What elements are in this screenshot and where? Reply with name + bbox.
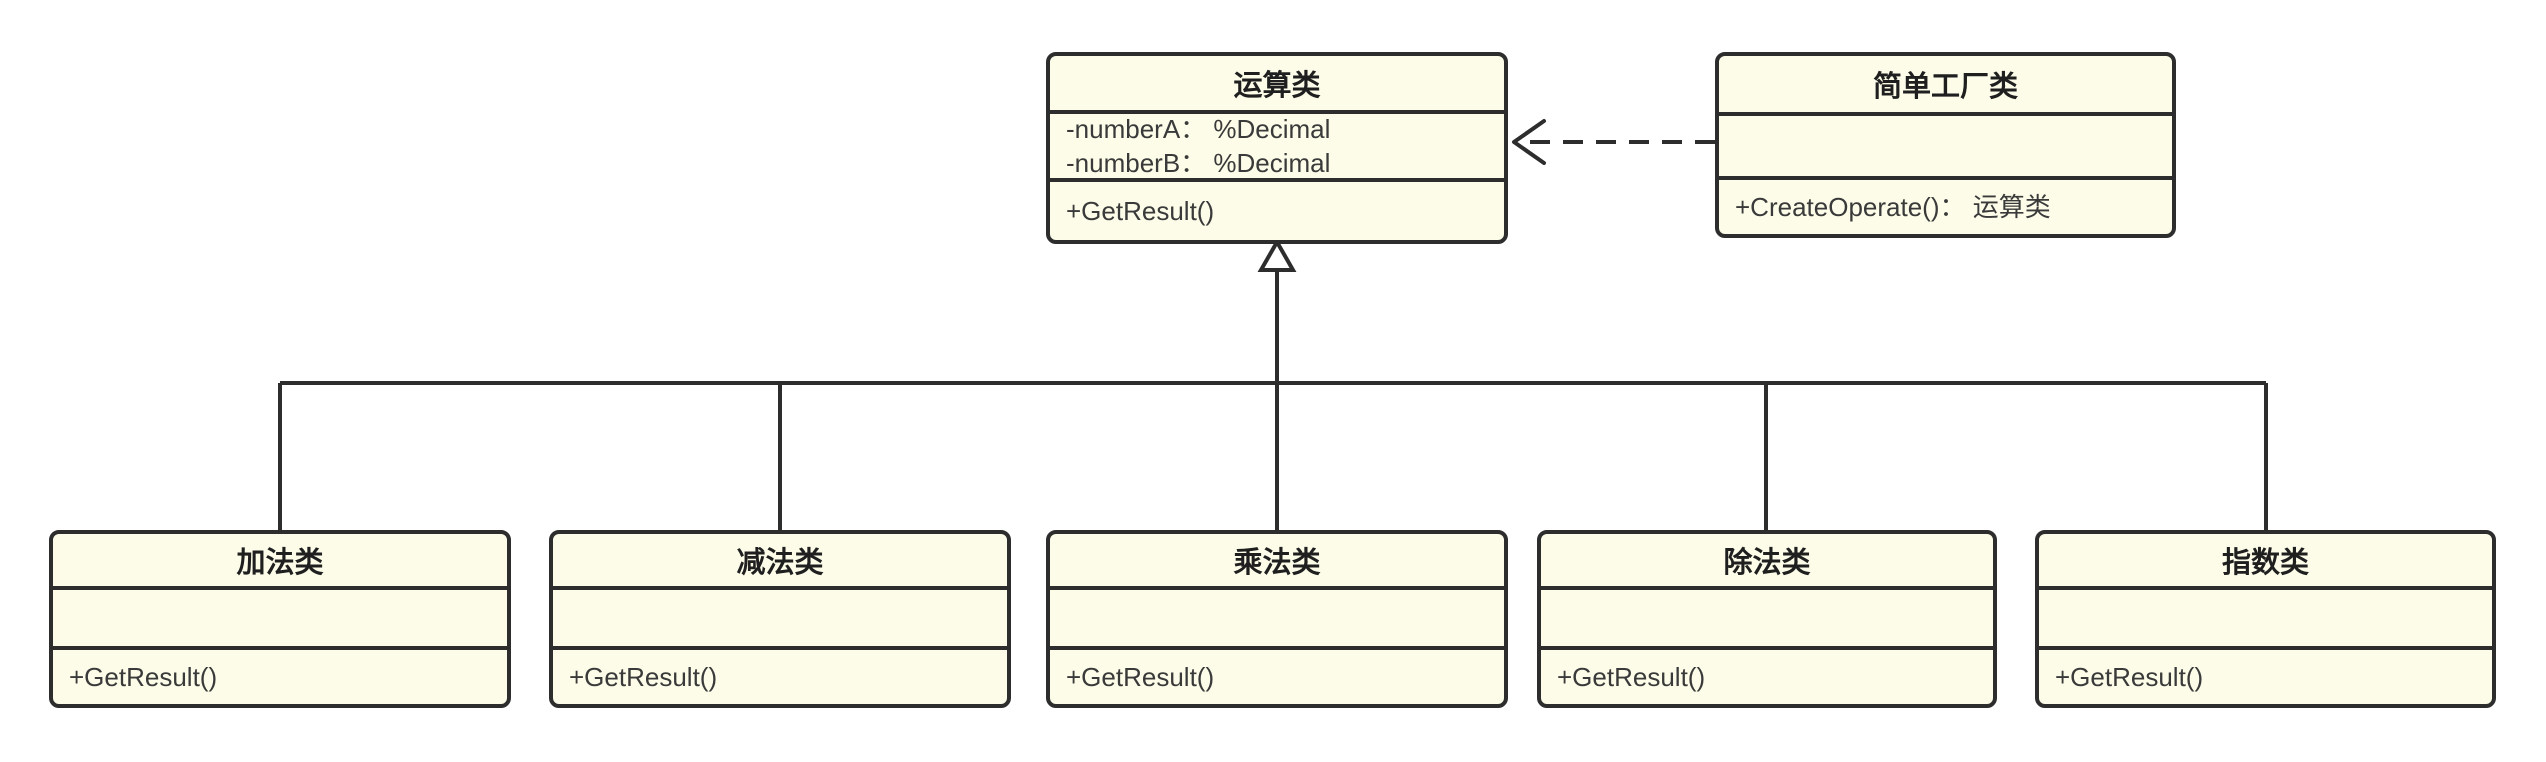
class-methods-compartment: +GetResult() [53, 650, 507, 704]
method-row: +GetResult() [2055, 662, 2204, 692]
method-row: +CreateOperate()： 运算类 [1735, 192, 2051, 222]
class-title-label: 减法类 [736, 547, 824, 579]
attribute-row: -numberB： %Decimal [1066, 148, 1331, 178]
class-attributes-compartment: -numberA： %Decimal -numberB： %Decimal [1050, 114, 1504, 182]
class-node-exponent[interactable]: 指数类 +GetResult() [2035, 530, 2496, 708]
class-node-multiplication[interactable]: 乘法类 +GetResult() [1046, 530, 1508, 708]
open-arrowhead [1512, 119, 1546, 165]
class-attributes-compartment [1541, 590, 1993, 650]
class-methods-compartment: +GetResult() [1541, 650, 1993, 704]
class-node-operation[interactable]: 运算类 -numberA： %Decimal -numberB： %Decima… [1046, 52, 1508, 244]
class-title-label: 运算类 [1233, 70, 1321, 102]
class-title-label: 加法类 [236, 547, 324, 579]
class-title-label: 乘法类 [1233, 547, 1321, 579]
class-methods-compartment: +GetResult() [2039, 650, 2492, 704]
class-attributes-compartment [553, 590, 1007, 650]
class-node-division[interactable]: 除法类 +GetResult() [1537, 530, 1997, 708]
class-attributes-compartment [1050, 590, 1504, 650]
class-title-label: 除法类 [1723, 547, 1811, 579]
class-node-simple-factory[interactable]: 简单工厂类 +CreateOperate()： 运算类 [1715, 52, 2176, 238]
method-row: +GetResult() [1557, 662, 1706, 692]
class-title: 减法类 [553, 534, 1007, 590]
class-methods-compartment: +CreateOperate()： 运算类 [1719, 180, 2172, 234]
class-node-addition[interactable]: 加法类 +GetResult() [49, 530, 511, 708]
hollow-triangle-arrowhead [1257, 237, 1297, 272]
class-title: 运算类 [1050, 56, 1504, 114]
class-title: 指数类 [2039, 534, 2492, 590]
class-methods-compartment: +GetResult() [553, 650, 1007, 704]
class-title: 乘法类 [1050, 534, 1504, 590]
class-title-label: 简单工厂类 [1872, 71, 2018, 103]
class-title: 加法类 [53, 534, 507, 590]
attribute-row: -numberA： %Decimal [1066, 114, 1331, 144]
method-row: +GetResult() [1066, 196, 1215, 226]
class-title-label: 指数类 [2221, 547, 2309, 579]
method-row: +GetResult() [569, 662, 718, 692]
method-row: +GetResult() [1066, 662, 1215, 692]
class-title: 除法类 [1541, 534, 1993, 590]
class-attributes-compartment [2039, 590, 2492, 650]
class-methods-compartment: +GetResult() [1050, 650, 1504, 704]
method-row: +GetResult() [69, 662, 218, 692]
class-attributes-compartment [1719, 116, 2172, 180]
class-attributes-compartment [53, 590, 507, 650]
class-title: 简单工厂类 [1719, 56, 2172, 116]
class-methods-compartment: +GetResult() [1050, 182, 1504, 240]
class-node-subtraction[interactable]: 减法类 +GetResult() [549, 530, 1011, 708]
